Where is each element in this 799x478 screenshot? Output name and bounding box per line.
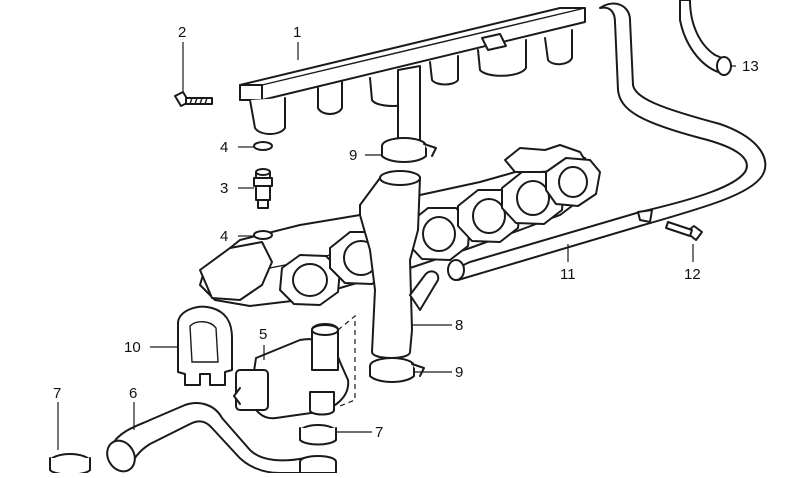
screw-2 <box>174 91 213 107</box>
callout-labels: 1 2 3 4 4 5 6 7 7 8 9 9 10 11 12 13 <box>53 24 759 441</box>
callout-3: 3 <box>220 180 228 197</box>
bracket-10 <box>177 305 233 386</box>
callout-1: 1 <box>293 24 301 41</box>
callout-12: 12 <box>684 266 701 283</box>
callout-9-bottom: 9 <box>455 364 463 381</box>
o-ring-4-bottom <box>253 230 273 240</box>
hose-clamp-7-right <box>299 424 337 474</box>
callout-4-top: 4 <box>220 139 228 156</box>
hose-13 <box>679 0 732 76</box>
callout-6: 6 <box>129 385 137 402</box>
fuel-rail <box>239 7 586 159</box>
manifold-flange-6 <box>545 157 601 207</box>
callout-9-top: 9 <box>349 147 357 164</box>
callout-10: 10 <box>124 339 141 356</box>
screw-12 <box>665 221 703 241</box>
hose-clamp-7-left <box>49 453 91 476</box>
hose-6 <box>106 402 306 474</box>
callout-13: 13 <box>742 58 759 75</box>
callout-11: 11 <box>560 266 576 283</box>
callout-4-bottom: 4 <box>220 228 228 245</box>
idle-control-valve-5 <box>233 323 350 420</box>
callout-7-left: 7 <box>53 385 61 402</box>
hose-clamp-9-bottom <box>369 357 425 383</box>
o-ring-4-top <box>253 141 273 151</box>
callout-5: 5 <box>259 326 267 343</box>
valve-mount-dashed-line <box>337 314 356 407</box>
leader-lines <box>57 42 736 450</box>
callout-2: 2 <box>178 24 186 41</box>
manifold-flange-1 <box>279 254 341 306</box>
manifold-flange-3 <box>407 207 471 261</box>
intake-pipe-8 <box>359 170 440 359</box>
connector-3 <box>253 168 273 209</box>
callout-7-right: 7 <box>375 424 383 441</box>
hose-clamp-9-top <box>381 137 437 163</box>
callout-8: 8 <box>455 317 463 334</box>
pipe-11 <box>447 2 767 281</box>
